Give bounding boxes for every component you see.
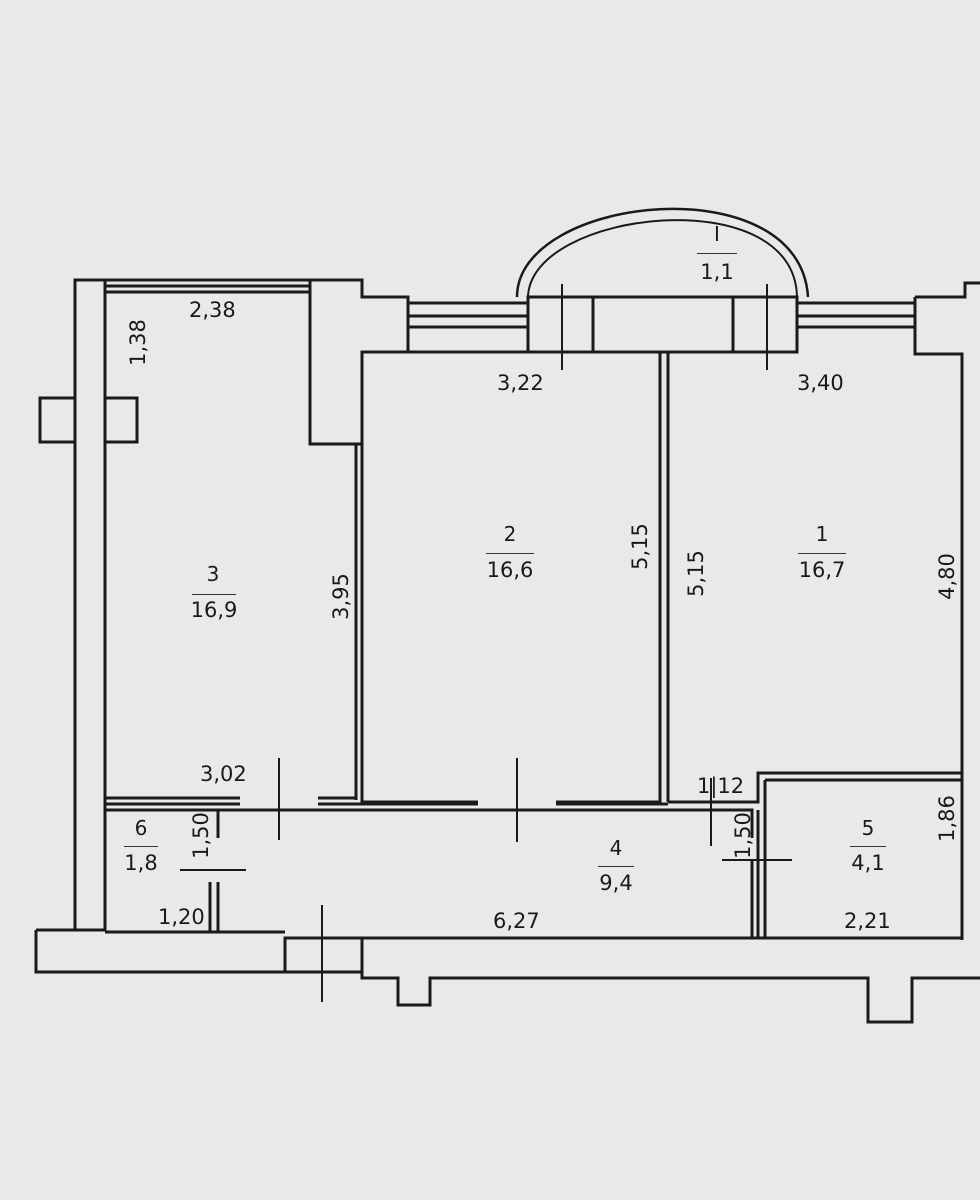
- dim-5-15-room-2: 5,15: [627, 523, 652, 570]
- room-3-fraction: [192, 594, 236, 595]
- wall-column: [308, 278, 410, 446]
- balcony-arc: [515, 207, 810, 298]
- outer-wall-left: [73, 278, 107, 932]
- partition-2-1: [658, 352, 670, 802]
- dim-1-50-room-4: 1,50: [730, 812, 755, 859]
- balcony-number: I: [714, 222, 720, 246]
- dim-1-20: 1,20: [158, 905, 205, 929]
- room-5-area: 4,1: [851, 851, 885, 875]
- room-1-outline: [668, 771, 962, 804]
- dim-2-21: 2,21: [844, 909, 891, 933]
- dim-3-40: 3,40: [797, 371, 844, 395]
- wall-pier-top: [591, 295, 735, 354]
- room-4-fraction: [598, 866, 634, 867]
- balcony-door-left: [526, 295, 595, 354]
- dim-4-80: 4,80: [934, 553, 959, 600]
- window-room-2: [408, 301, 528, 329]
- corridor-top: [218, 808, 760, 938]
- room-1-fraction: [798, 553, 846, 554]
- room-1-area: 16,7: [798, 558, 846, 582]
- dim-6-27: 6,27: [493, 909, 540, 933]
- room-5-fraction: [850, 846, 886, 847]
- room-1-number: 1: [815, 522, 829, 546]
- room-3-number: 3: [206, 562, 220, 586]
- dim-1-50-room-6: 1,50: [188, 812, 213, 859]
- room-2-fraction: [486, 553, 534, 554]
- wall-pilaster: [38, 396, 139, 444]
- dim-1-86: 1,86: [934, 795, 959, 842]
- partition-3-2: [354, 444, 364, 802]
- room-5-number: 5: [861, 816, 875, 840]
- balcony-arc-inner: [527, 219, 798, 298]
- balcony-door-right: [731, 295, 799, 354]
- bottom-wall-inner: [36, 928, 362, 974]
- dim-3-95: 3,95: [328, 573, 353, 620]
- dim-2-38: 2,38: [189, 298, 236, 322]
- room-4-area: 9,4: [599, 871, 633, 895]
- room-2-area: 16,6: [486, 558, 534, 582]
- dim-5-15-room-1: 5,15: [683, 550, 708, 597]
- bottom-wall: [34, 930, 980, 1024]
- door-tick: [180, 284, 792, 1002]
- dim-1-38: 1,38: [125, 319, 150, 366]
- room-2-number: 2: [503, 522, 517, 546]
- room-6-fraction: [124, 846, 158, 847]
- room-4-number: 4: [609, 836, 623, 860]
- room-6-number: 6: [134, 816, 148, 840]
- dim-3-22: 3,22: [497, 371, 544, 395]
- window-room-3: [105, 278, 310, 294]
- room-6-area: 1,8: [124, 851, 158, 875]
- wall-right-top: [913, 281, 980, 940]
- dim-1-12: 1|12: [697, 774, 745, 798]
- room-3-area: 16,9: [190, 598, 238, 622]
- window-room-1: [797, 301, 915, 329]
- dim-3-02: 3,02: [200, 762, 247, 786]
- balcony-fraction: [697, 253, 737, 254]
- balcony-area: 1,1: [700, 260, 734, 284]
